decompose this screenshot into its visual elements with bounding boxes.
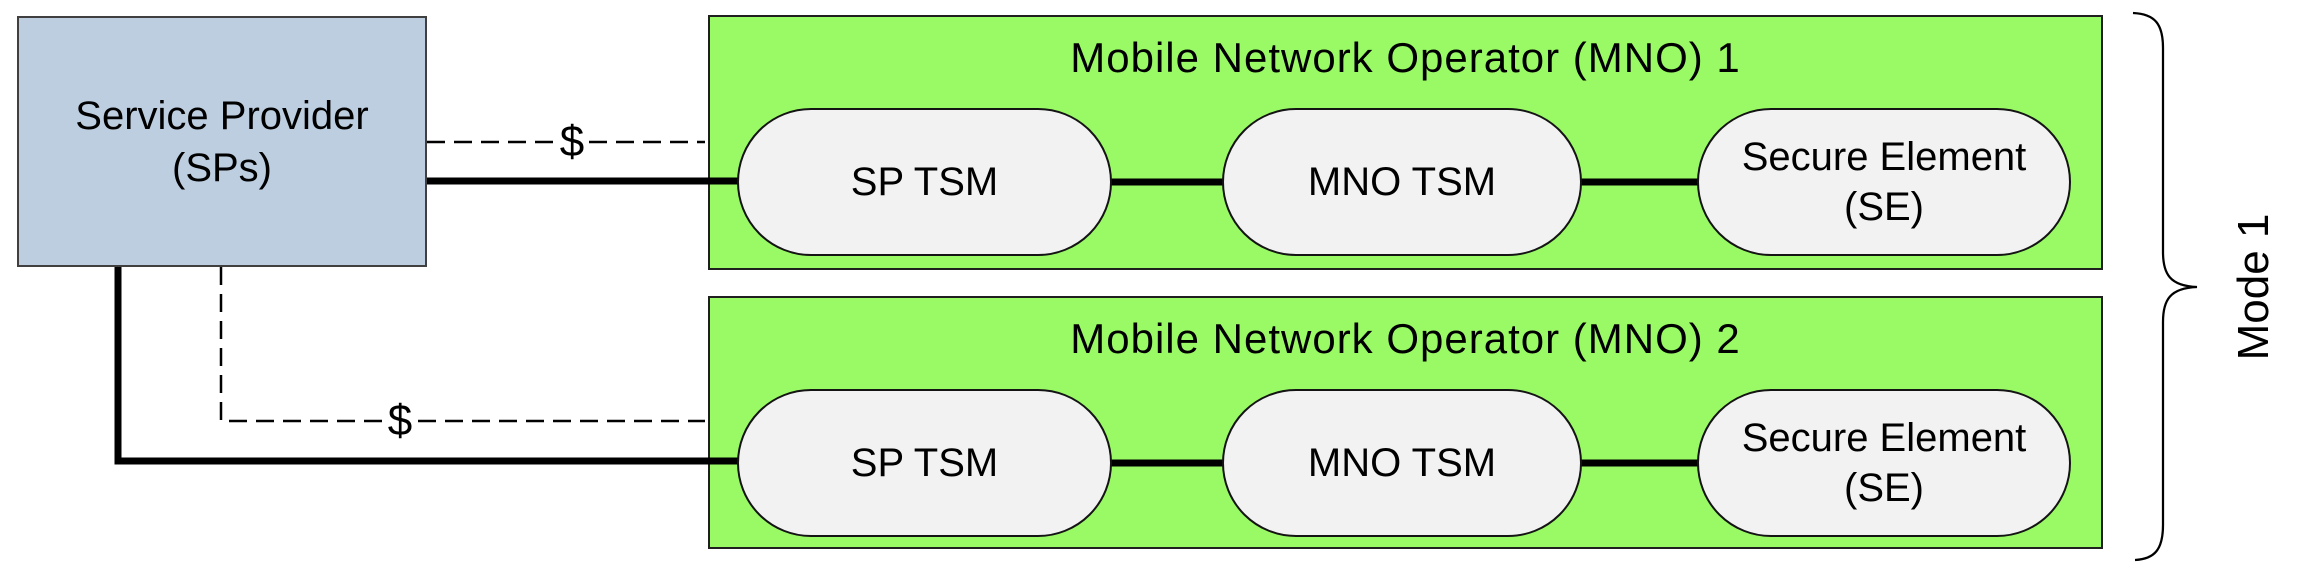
mno1-title: Mobile Network Operator (MNO) 1 xyxy=(1070,34,1741,81)
mno2-secure-element-label-line1: Secure Element xyxy=(1741,416,2027,460)
mno2-secure-element-label-line2: (SE) xyxy=(1844,466,1924,510)
service-provider-label-line2: (SPs) xyxy=(172,145,272,190)
mno2-mno-tsm-label: MNO TSM xyxy=(1307,441,1497,485)
mno1-secure-element-node: Secure Element (SE) xyxy=(1697,108,2071,256)
mno1-mno-tsm-node: MNO TSM xyxy=(1222,108,1582,256)
payment-dashed-line-mno2 xyxy=(219,267,705,423)
mode1-label: Mode 1 xyxy=(2229,213,2278,361)
mno1-secure-element-label-line2: (SE) xyxy=(1844,185,1924,229)
mno2-mno-tsm-node: MNO TSM xyxy=(1222,389,1582,537)
payment-symbol-mno1: $ xyxy=(554,119,590,165)
mno1-secure-element-label-line1: Secure Element xyxy=(1741,135,2027,179)
mno2-secure-element-node: Secure Element (SE) xyxy=(1697,389,2071,537)
mode1-brace xyxy=(2132,11,2198,562)
mno2-title: Mobile Network Operator (MNO) 2 xyxy=(1070,315,1741,362)
service-provider-box: Service Provider (SPs) xyxy=(17,16,427,267)
service-provider-label-line1: Service Provider xyxy=(75,93,369,138)
mno1-mno-tsm-label: MNO TSM xyxy=(1307,160,1497,204)
link-sp-to-sptsm2 xyxy=(114,267,740,465)
mno1-sp-tsm-label: SP TSM xyxy=(850,160,999,204)
payment-symbol-mno2: $ xyxy=(382,398,418,444)
mno2-sp-tsm-node: SP TSM xyxy=(737,389,1112,537)
mno2-sp-tsm-label: SP TSM xyxy=(850,441,999,485)
mno1-sp-tsm-node: SP TSM xyxy=(737,108,1112,256)
